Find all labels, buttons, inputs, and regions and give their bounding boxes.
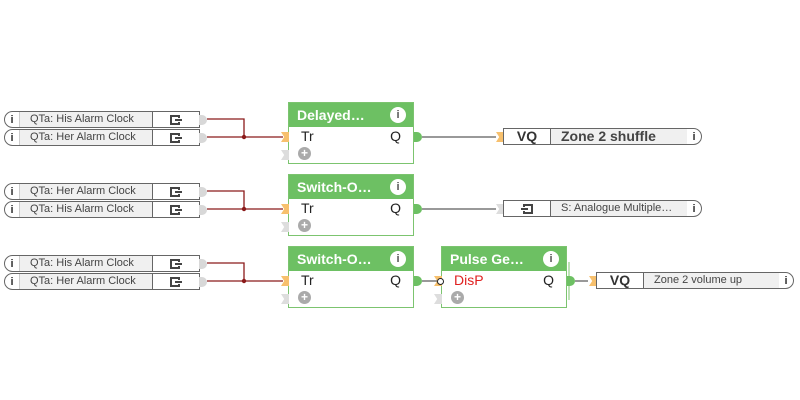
- input-icon: [152, 112, 199, 127]
- info-icon[interactable]: i: [784, 274, 788, 287]
- input-pin[interactable]: [281, 294, 289, 304]
- output-pin[interactable]: [567, 276, 575, 286]
- block-title: Pulse Ge…: [450, 251, 524, 267]
- input-reference-label: QTa: Her Alarm Clock: [19, 130, 152, 145]
- wire-junction: [241, 134, 247, 140]
- input-icon: [152, 130, 199, 145]
- info-icon[interactable]: i: [390, 251, 406, 267]
- info-icon[interactable]: i: [10, 113, 14, 126]
- block-output-label: Q: [390, 272, 401, 288]
- output-pin[interactable]: [199, 259, 207, 269]
- function-block-switch-off-1[interactable]: Switch-O… i Tr Q +: [288, 174, 414, 236]
- input-reference-label: QTa: His Alarm Clock: [19, 256, 152, 271]
- input-reference-label: QTa: Her Alarm Clock: [19, 274, 152, 289]
- wire: [207, 262, 283, 282]
- block-input-label: Tr: [301, 200, 314, 216]
- input-reference-label: QTa: Her Alarm Clock: [19, 184, 152, 199]
- block-title: Switch-O…: [297, 179, 372, 195]
- input-icon: [152, 274, 199, 289]
- wire: [207, 190, 283, 210]
- input-pin[interactable]: [496, 204, 504, 214]
- add-input-icon[interactable]: +: [451, 291, 464, 304]
- output-kind: VQ: [504, 129, 551, 144]
- output-pin[interactable]: [199, 115, 207, 125]
- info-icon[interactable]: i: [10, 257, 14, 270]
- input-reference[interactable]: i QTa: Her Alarm Clock: [4, 129, 207, 146]
- input-reference[interactable]: i QTa: His Alarm Clock: [4, 255, 207, 272]
- output-icon: [504, 201, 551, 216]
- function-block-switch-off-2[interactable]: Switch-O… i Tr Q +: [288, 246, 414, 308]
- info-icon[interactable]: i: [692, 202, 696, 215]
- block-title: Delayed…: [297, 107, 365, 123]
- block-title: Switch-O…: [297, 251, 372, 267]
- output-pin[interactable]: [199, 205, 207, 215]
- function-block-delayed[interactable]: Delayed… i Tr Q +: [288, 102, 414, 164]
- add-input-icon[interactable]: +: [298, 219, 311, 232]
- info-icon[interactable]: i: [10, 131, 14, 144]
- add-input-icon[interactable]: +: [298, 291, 311, 304]
- negation-icon: [437, 278, 444, 285]
- input-icon: [152, 256, 199, 271]
- block-output-label: Q: [390, 128, 401, 144]
- output-pin[interactable]: [199, 277, 207, 287]
- input-pin[interactable]: [281, 276, 289, 286]
- input-pin[interactable]: [281, 222, 289, 232]
- info-icon[interactable]: i: [10, 185, 14, 198]
- output-pin[interactable]: [199, 133, 207, 143]
- output-pin[interactable]: [199, 187, 207, 197]
- info-icon[interactable]: i: [543, 251, 559, 267]
- info-icon[interactable]: i: [390, 107, 406, 123]
- block-input-label: DisP: [454, 272, 484, 288]
- input-icon: [152, 202, 199, 217]
- input-pin[interactable]: [496, 132, 504, 142]
- output-reference-label: Zone 2 shuffle: [551, 129, 687, 144]
- output-pin[interactable]: [414, 204, 422, 214]
- input-reference[interactable]: i QTa: Her Alarm Clock: [4, 183, 207, 200]
- output-reference[interactable]: VQ Zone 2 shuffle i: [503, 128, 702, 145]
- input-pin[interactable]: [589, 276, 597, 286]
- block-output-label: Q: [390, 200, 401, 216]
- wire-junction: [241, 278, 247, 284]
- wire-junction: [241, 206, 247, 212]
- output-reference[interactable]: VQ Zone 2 volume up i: [596, 272, 794, 289]
- output-pin[interactable]: [414, 132, 422, 142]
- input-reference[interactable]: i QTa: His Alarm Clock: [4, 111, 207, 128]
- input-pin[interactable]: [281, 150, 289, 160]
- info-icon[interactable]: i: [10, 203, 14, 216]
- output-reference-label: Zone 2 volume up: [644, 273, 779, 288]
- input-pin[interactable]: [281, 132, 289, 142]
- input-reference[interactable]: i QTa: Her Alarm Clock: [4, 273, 207, 290]
- block-output-label: Q: [543, 272, 554, 288]
- block-input-label: Tr: [301, 128, 314, 144]
- info-icon[interactable]: i: [10, 275, 14, 288]
- input-pin[interactable]: [434, 294, 442, 304]
- input-pin[interactable]: [281, 204, 289, 214]
- function-block-pulse-generator[interactable]: Pulse Ge… i DisP Q +: [441, 246, 567, 308]
- input-icon: [152, 184, 199, 199]
- output-pin[interactable]: [414, 276, 422, 286]
- add-input-icon[interactable]: +: [298, 147, 311, 160]
- info-icon[interactable]: i: [390, 179, 406, 195]
- input-reference-label: QTa: His Alarm Clock: [19, 202, 152, 217]
- input-reference[interactable]: i QTa: His Alarm Clock: [4, 201, 207, 218]
- output-reference-label: S: Analogue Multiple…: [551, 201, 687, 216]
- block-input-label: Tr: [301, 272, 314, 288]
- wire: [207, 118, 283, 138]
- output-kind: VQ: [597, 273, 644, 288]
- output-reference[interactable]: S: Analogue Multiple… i: [503, 200, 702, 217]
- input-reference-label: QTa: His Alarm Clock: [19, 112, 152, 127]
- info-icon[interactable]: i: [692, 130, 696, 143]
